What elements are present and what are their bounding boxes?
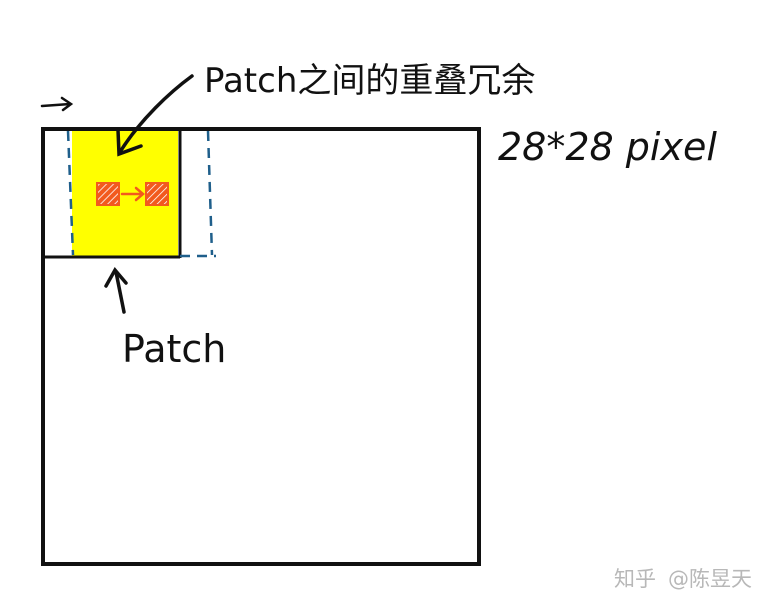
image-size-label: 28*28 pixel: [498, 125, 717, 169]
pixel-hatched-shifted-icon: [145, 182, 169, 206]
watermark-site: 知乎: [614, 567, 656, 591]
overlap-caption: Patch之间的重叠冗余: [204, 61, 535, 101]
move-arrow-icon: [40, 96, 74, 112]
image-outline: [41, 127, 481, 566]
watermark-author: @陈昱天: [668, 567, 752, 591]
patch-pointer-arrow: [104, 266, 128, 314]
pixel-shift-arrow-icon: [120, 186, 145, 202]
patch-label: Patch: [122, 327, 226, 371]
caption-pointer-arrow: [116, 74, 194, 157]
patch-shifted-dashed-outline: [66, 130, 216, 258]
pixel-hatched-icon: [96, 182, 120, 206]
